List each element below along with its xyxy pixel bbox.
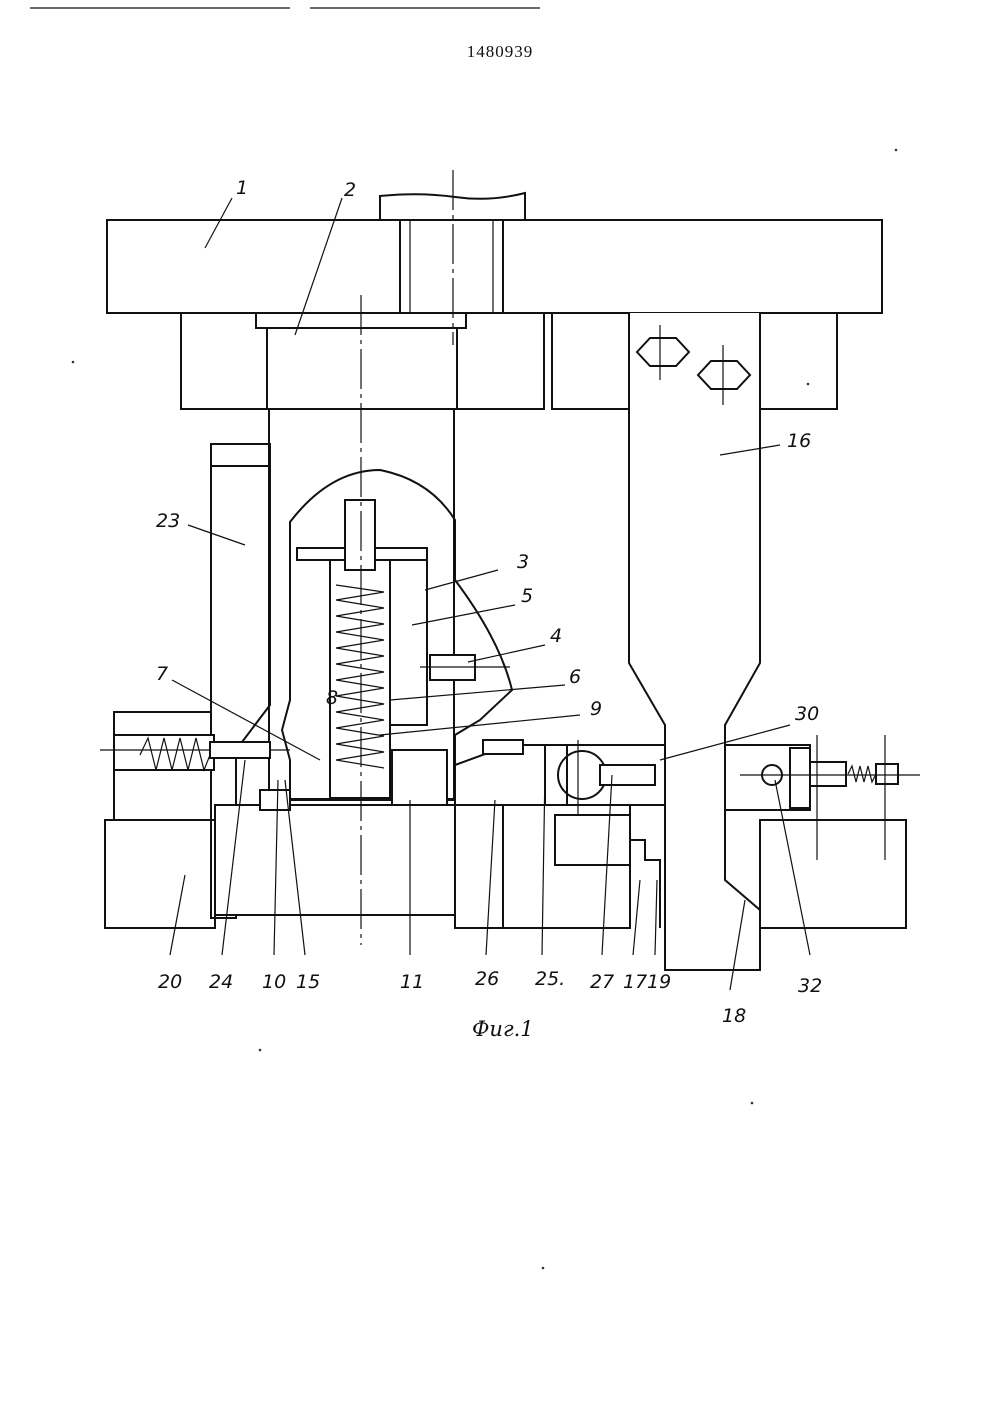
label-27: 27	[590, 971, 614, 993]
slider-16	[629, 313, 760, 970]
label-2: 2	[344, 179, 356, 201]
label-11: 11	[400, 971, 424, 993]
figure-caption: Фиг.1	[472, 1017, 534, 1041]
label-17: 17	[623, 971, 647, 993]
label-4: 4	[550, 625, 562, 647]
label-15: 15	[296, 971, 320, 993]
label-8: 8	[326, 687, 338, 709]
upper-plate	[107, 220, 882, 313]
label-19: 19	[647, 971, 671, 993]
label-26: 26	[475, 968, 499, 990]
label-16: 16	[787, 430, 811, 452]
label-3: 3	[517, 551, 529, 573]
label-18: 18	[722, 1005, 746, 1027]
part-11	[392, 750, 447, 805]
label-23: 23	[156, 510, 180, 532]
label-6: 6	[569, 666, 581, 688]
label-32: 32	[798, 975, 822, 997]
label-5: 5	[521, 585, 533, 607]
lock-block	[545, 740, 665, 815]
label-10: 10	[262, 971, 286, 993]
punch-holder	[181, 313, 544, 409]
label-7: 7	[156, 663, 168, 685]
label-9: 9	[590, 698, 602, 720]
label-1: 1	[236, 177, 248, 199]
right-lock	[725, 735, 920, 860]
label-24: 24	[209, 971, 233, 993]
label-25: 25.	[535, 968, 565, 990]
label-30: 30	[795, 703, 819, 725]
label-20: 20	[158, 971, 182, 993]
